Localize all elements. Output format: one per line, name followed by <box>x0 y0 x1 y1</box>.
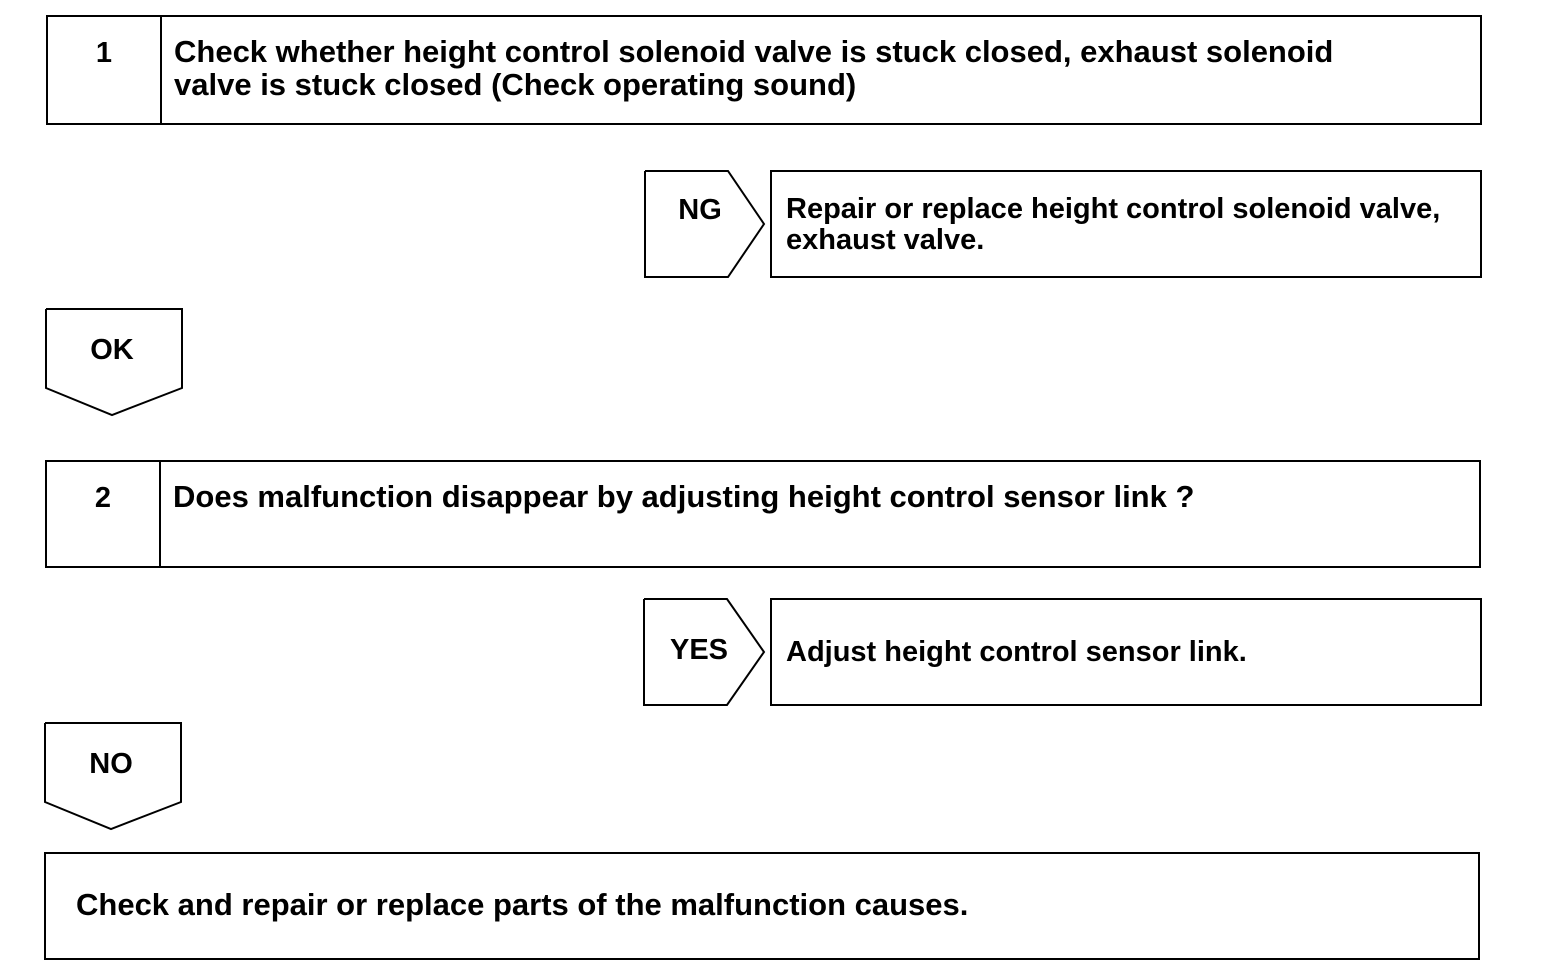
step-2-text: Does malfunction disappear by adjusting … <box>173 479 1195 514</box>
ng-result-text: Repair or replace height control solenoi… <box>786 194 1474 256</box>
yes-result-box: Adjust height control sensor link. <box>770 598 1482 706</box>
step-2-number: 2 <box>47 462 161 566</box>
ok-branch-tag: OK <box>45 308 185 418</box>
ng-result-line-2: exhaust valve. <box>786 224 985 256</box>
no-label: NO <box>89 748 133 780</box>
ng-branch-tag: NG <box>644 170 766 278</box>
step-1-box: 1 Check whether height control solenoid … <box>46 15 1482 125</box>
ng-tag-shape <box>644 170 766 278</box>
no-branch-tag: NO <box>44 722 184 832</box>
ng-result-box: Repair or replace height control solenoi… <box>770 170 1482 278</box>
step-1-number: 1 <box>48 17 162 123</box>
ok-label: OK <box>90 334 134 366</box>
yes-result-text: Adjust height control sensor link. <box>786 636 1247 668</box>
yes-label: YES <box>669 634 729 666</box>
yes-tag-shape <box>643 598 766 706</box>
ng-label: NG <box>678 194 722 226</box>
final-action-box: Check and repair or replace parts of the… <box>44 852 1480 960</box>
step-2-box: 2 Does malfunction disappear by adjustin… <box>45 460 1481 568</box>
yes-branch-tag: YES <box>643 598 767 706</box>
no-tag-shape <box>44 722 182 831</box>
step-1-text: Check whether height control solenoid va… <box>174 35 1470 101</box>
final-action-text: Check and repair or replace parts of the… <box>76 887 969 922</box>
ok-tag-shape <box>45 308 183 417</box>
ng-result-line-1: Repair or replace height control solenoi… <box>786 193 1441 225</box>
step-1-text-line-2: valve is stuck closed (Check operating s… <box>174 67 857 102</box>
step-1-text-line-1: Check whether height control solenoid va… <box>174 34 1334 69</box>
